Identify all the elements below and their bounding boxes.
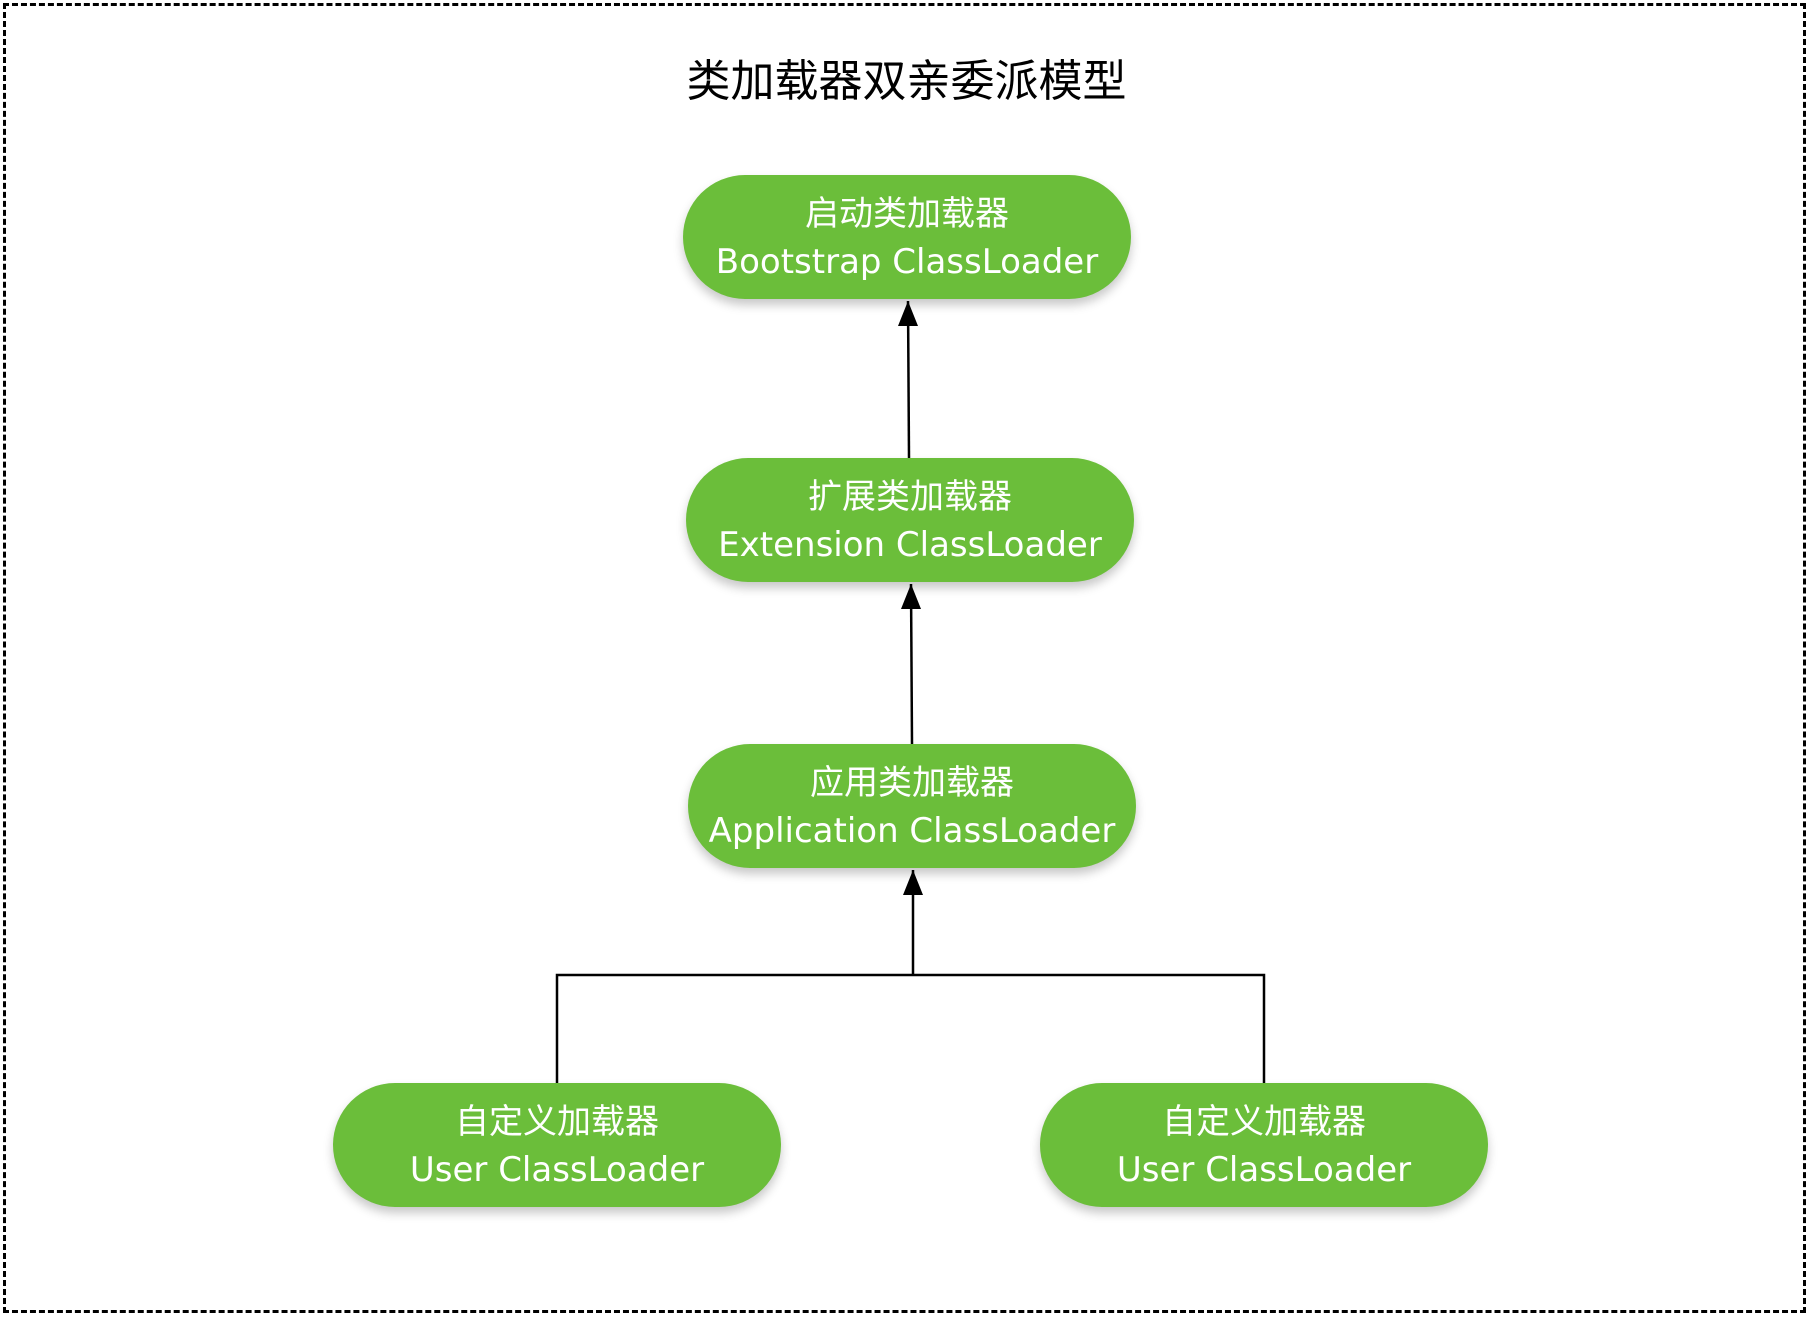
node-bootstrap-classloader: 启动类加载器 Bootstrap ClassLoader bbox=[683, 175, 1131, 299]
edge-application-to-extension bbox=[909, 583, 914, 745]
node-user-classloader-left: 自定义加载器 User ClassLoader bbox=[333, 1083, 781, 1207]
arrowhead-bootstrap bbox=[898, 301, 918, 326]
node-label-cn: 扩展类加载器 bbox=[808, 477, 1012, 517]
node-label-en: Application ClassLoader bbox=[708, 811, 1116, 851]
edge-extension-to-bootstrap bbox=[906, 300, 911, 459]
node-label-cn: 应用类加载器 bbox=[810, 763, 1014, 803]
node-label-en: User ClassLoader bbox=[409, 1150, 705, 1190]
node-label-cn: 启动类加载器 bbox=[805, 194, 1009, 234]
node-label-cn: 自定义加载器 bbox=[1162, 1102, 1366, 1142]
diagram-title: 类加载器双亲委派模型 bbox=[686, 56, 1127, 107]
node-application-classloader: 应用类加载器 Application ClassLoader bbox=[688, 744, 1136, 868]
node-label-en: Extension ClassLoader bbox=[718, 525, 1102, 565]
node-label-en: User ClassLoader bbox=[1116, 1150, 1412, 1190]
edge-user-right-to-application bbox=[913, 973, 1266, 1083]
diagram-frame bbox=[3, 3, 1806, 1313]
node-user-classloader-right: 自定义加载器 User ClassLoader bbox=[1040, 1083, 1488, 1207]
node-label-cn: 自定义加载器 bbox=[455, 1102, 659, 1142]
arrowhead-application bbox=[903, 870, 923, 895]
arrowhead-extension bbox=[901, 584, 921, 609]
edge-user-left-to-application bbox=[555, 973, 913, 1083]
node-extension-classloader: 扩展类加载器 Extension ClassLoader bbox=[686, 458, 1134, 582]
node-label-en: Bootstrap ClassLoader bbox=[715, 242, 1099, 282]
